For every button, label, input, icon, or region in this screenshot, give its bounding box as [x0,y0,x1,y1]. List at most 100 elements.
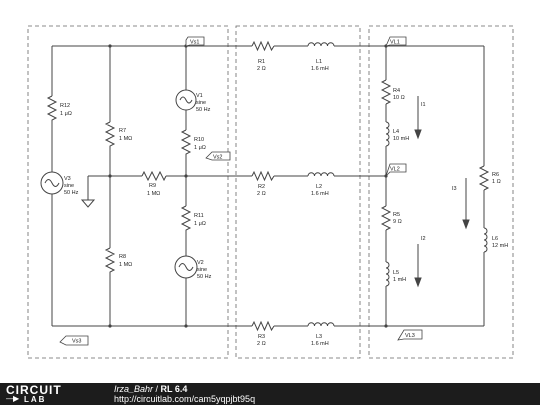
label-v1-freq: 50 Hz [196,107,211,113]
junction-dot [108,324,112,328]
label-r5-name: R5 [393,212,400,218]
label-v3-name: V3 [64,176,71,182]
resistor-r12 [46,95,58,122]
label-l3-value: 1.6 mH [311,341,329,347]
node-tag-vl2: VL2 [385,163,407,177]
label-l6-value: 12 mH [492,243,508,249]
arrowhead-i1 [414,129,422,140]
resistor-r7 [104,121,116,148]
junction-dot [184,174,188,178]
resistors [46,40,490,332]
inductors [307,42,488,327]
label-r9-value: 1 MΩ [147,191,160,197]
label-l5-value: 1 mH [393,277,406,283]
footer-bar: CIRCUIT —▶ LAB Irza_Bahr / RL 6.4 http:/… [0,383,540,405]
label-r10-value: 1 μΩ [194,145,206,151]
resistor-r5 [380,205,392,231]
resistor-r2 [251,170,275,182]
arrowhead-i2 [414,277,422,288]
junction-dot [108,174,112,178]
node-label-vl1: VL1 [390,40,400,46]
label-v2-freq: 50 Hz [197,274,212,280]
label-r6-name: R6 [492,172,499,178]
source-v3-symbol [40,171,64,195]
node-label-vs2: Vs2 [213,155,222,161]
ac-sources [40,89,198,279]
label-l6-name: L6 [492,236,498,242]
label-r2-name: R2 [258,184,265,190]
label-v2-type: sine [197,267,207,273]
node-tags: Vs1 Vs2 Vs3 VL1 VL2 VL3 [59,36,423,346]
load-frame [368,25,514,359]
label-r7-value: 1 MΩ [119,136,132,142]
label-r3-name: R3 [258,334,265,340]
junction-dot [384,324,388,328]
inductor-l5 [385,261,390,287]
circuit-url-link[interactable]: http://circuitlab.com/cam5yqpjbt95q [114,394,256,404]
component-labels: R12 1 μΩ R7 1 MΩ R8 1 MΩ R9 1 MΩ V1 sine… [60,59,508,347]
resistor-r8 [104,247,116,274]
label-l2-name: L2 [316,184,322,190]
label-r2-value: 2 Ω [257,191,266,197]
label-r7-name: R7 [119,128,126,134]
label-r11-value: 1 μΩ [194,221,206,227]
node-tag-vs1: Vs1 [185,36,205,47]
node-tag-vs3: Vs3 [59,335,89,346]
circuitlab-logo[interactable]: CIRCUIT —▶ LAB [6,384,98,404]
label-r4-value: 10 Ω [393,95,405,101]
label-l3-name: L3 [316,334,322,340]
label-r8-value: 1 MΩ [119,262,132,268]
wires [51,45,485,327]
logo-arrow-icon: —▶ [6,394,19,403]
inductor-l1 [307,42,335,47]
node-label-vs1: Vs1 [190,40,199,46]
label-r11-name: R11 [194,213,204,219]
resistor-r10 [180,129,192,156]
label-r9-name: R9 [149,183,156,189]
label-r8-name: R8 [119,254,126,260]
circuit-title: RL 6.4 [160,384,188,394]
resistor-r4 [380,79,392,105]
label-r12-name: R12 [60,103,70,109]
label-r3-value: 2 Ω [257,341,266,347]
node-label-vl3: VL3 [405,333,415,339]
label-r6-value: 1 Ω [492,179,501,185]
label-r1-name: R1 [258,59,265,65]
ground-symbol [80,199,96,208]
label-v3-type: sine [64,183,74,189]
label-l1-value: 1.6 mH [311,66,329,72]
label-l5-name: L5 [393,270,399,276]
node-tag-vl3: VL3 [397,329,423,341]
label-r4-name: R4 [393,88,400,94]
label-r12-value: 1 μΩ [60,111,72,117]
current-arrows [414,96,470,288]
inductor-l4 [385,121,390,147]
arrowhead-i3 [462,219,470,230]
inductor-l6 [483,227,488,253]
label-r10-name: R10 [194,137,204,143]
resistor-r11 [180,205,192,232]
inductor-l2 [307,172,335,177]
node-tag-vs2: Vs2 [205,151,231,161]
label-current-i2: I2 [421,236,426,242]
author-name[interactable]: Irza_Bahr [114,384,154,394]
resistor-r6 [478,165,490,191]
label-l1-name: L1 [316,59,322,65]
node-tag-vl1: VL1 [385,36,407,47]
source-v2-symbol [174,255,198,279]
label-l4-value: 10 mH [393,136,409,142]
label-v1-name: V1 [196,93,203,99]
junction-dot [108,44,112,48]
source-frame [27,25,229,359]
resistor-r1 [251,40,275,52]
label-r1-value: 2 Ω [257,66,266,72]
node-label-vs3: Vs3 [72,339,81,345]
resistor-r3 [251,320,275,332]
label-l2-value: 1.6 mH [311,191,329,197]
title-separator: / [153,384,161,394]
label-r5-value: 9 Ω [393,219,402,225]
inductor-l3 [307,322,335,327]
label-v3-freq: 50 Hz [64,190,79,196]
dashed-frames [27,25,514,359]
